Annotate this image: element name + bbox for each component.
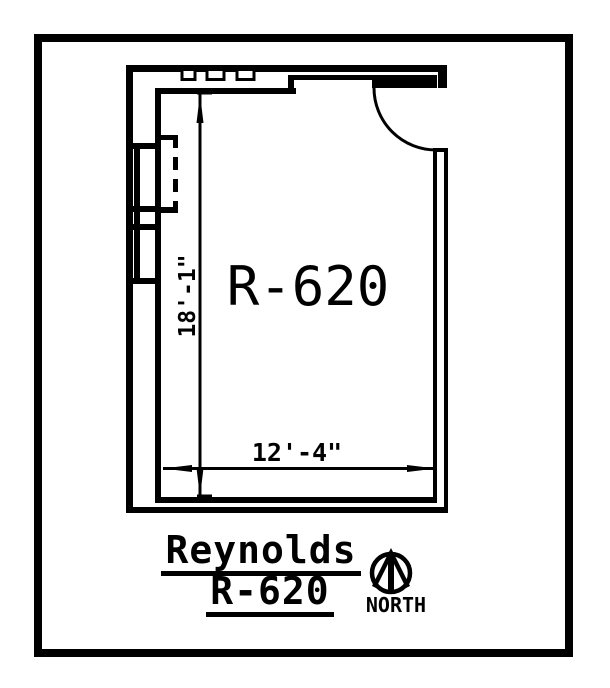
- wall-right-top-cap: [433, 148, 448, 152]
- dimension-line-vertical: [196, 91, 212, 498]
- wall-left-inner: [155, 88, 161, 503]
- room-walls: [126, 65, 448, 513]
- door-jamb: [438, 65, 447, 88]
- notch-2: [205, 68, 226, 81]
- dim-v-tick-bottom: [197, 494, 212, 498]
- sheet-title-building: Reynolds: [161, 530, 361, 576]
- north-label: NORTH: [365, 593, 427, 617]
- dim-h-line: [163, 467, 436, 470]
- sheet-title-line2: R-620: [150, 571, 390, 617]
- wall-right-outer: [444, 148, 448, 513]
- north-chevron: [371, 547, 411, 589]
- closet-divider-mid-lower: [126, 224, 161, 230]
- wall-top-inner-thick: [155, 88, 296, 94]
- top-wall-notches: [180, 68, 256, 81]
- dim-v-line: [198, 94, 202, 497]
- sheet-title-room: R-620: [206, 571, 334, 617]
- dimension-label-vertical: 18'-1": [175, 254, 201, 338]
- door-swing-arc: [372, 87, 437, 152]
- dim-v-arrow-up: [196, 94, 204, 123]
- closet-divider-mid-upper: [132, 206, 161, 212]
- closet-mullion: [134, 149, 140, 279]
- closet-builtin: [126, 143, 161, 284]
- wall-top-step: [288, 75, 294, 94]
- dimension-label-horizontal: 12'-4": [251, 438, 343, 467]
- dimension-line-horizontal: [163, 465, 436, 472]
- wall-bottom-inner: [155, 497, 437, 503]
- closet-divider-bottom: [126, 278, 161, 284]
- dim-h-arrow-left: [163, 465, 192, 472]
- wall-bottom-outer: [126, 507, 448, 513]
- door-leaf: [372, 80, 437, 88]
- dim-h-arrow-right: [407, 465, 436, 472]
- notch-1: [180, 68, 197, 81]
- wall-right-inner: [433, 148, 437, 503]
- notch-3: [235, 68, 256, 81]
- wall-top-inner-thin: [288, 75, 437, 80]
- dim-v-arrow-down: [196, 468, 204, 497]
- closet-divider-top: [126, 143, 161, 149]
- north-arrow-icon: [369, 547, 413, 595]
- closet-dashed-outline: [159, 135, 178, 213]
- wall-left-outer: [126, 65, 133, 513]
- sheet-title-line1: Reynolds: [141, 530, 381, 576]
- room-label: R-620: [226, 255, 390, 318]
- wall-top-outer: [126, 65, 447, 72]
- sheet-border-frame: [34, 34, 573, 657]
- dim-v-tick-top: [197, 91, 212, 95]
